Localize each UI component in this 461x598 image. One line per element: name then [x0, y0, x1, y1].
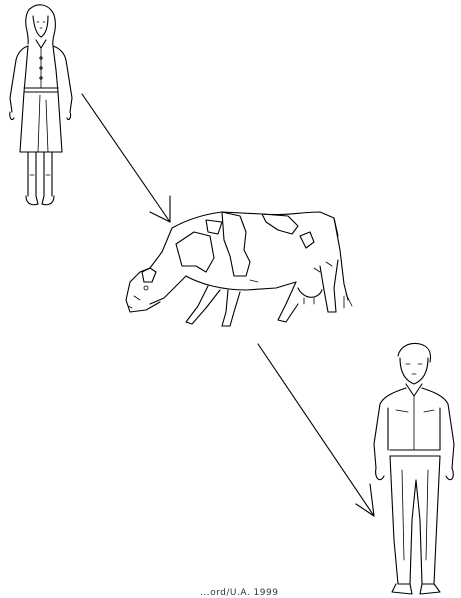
arrow-woman-to-cow [82, 94, 170, 222]
arrow-cow-to-man [258, 344, 374, 516]
woman-figure [10, 5, 72, 205]
cow-figure [126, 212, 352, 326]
man-figure [374, 344, 454, 595]
caption-text: ...ord/U.A. 1999 [200, 588, 278, 598]
